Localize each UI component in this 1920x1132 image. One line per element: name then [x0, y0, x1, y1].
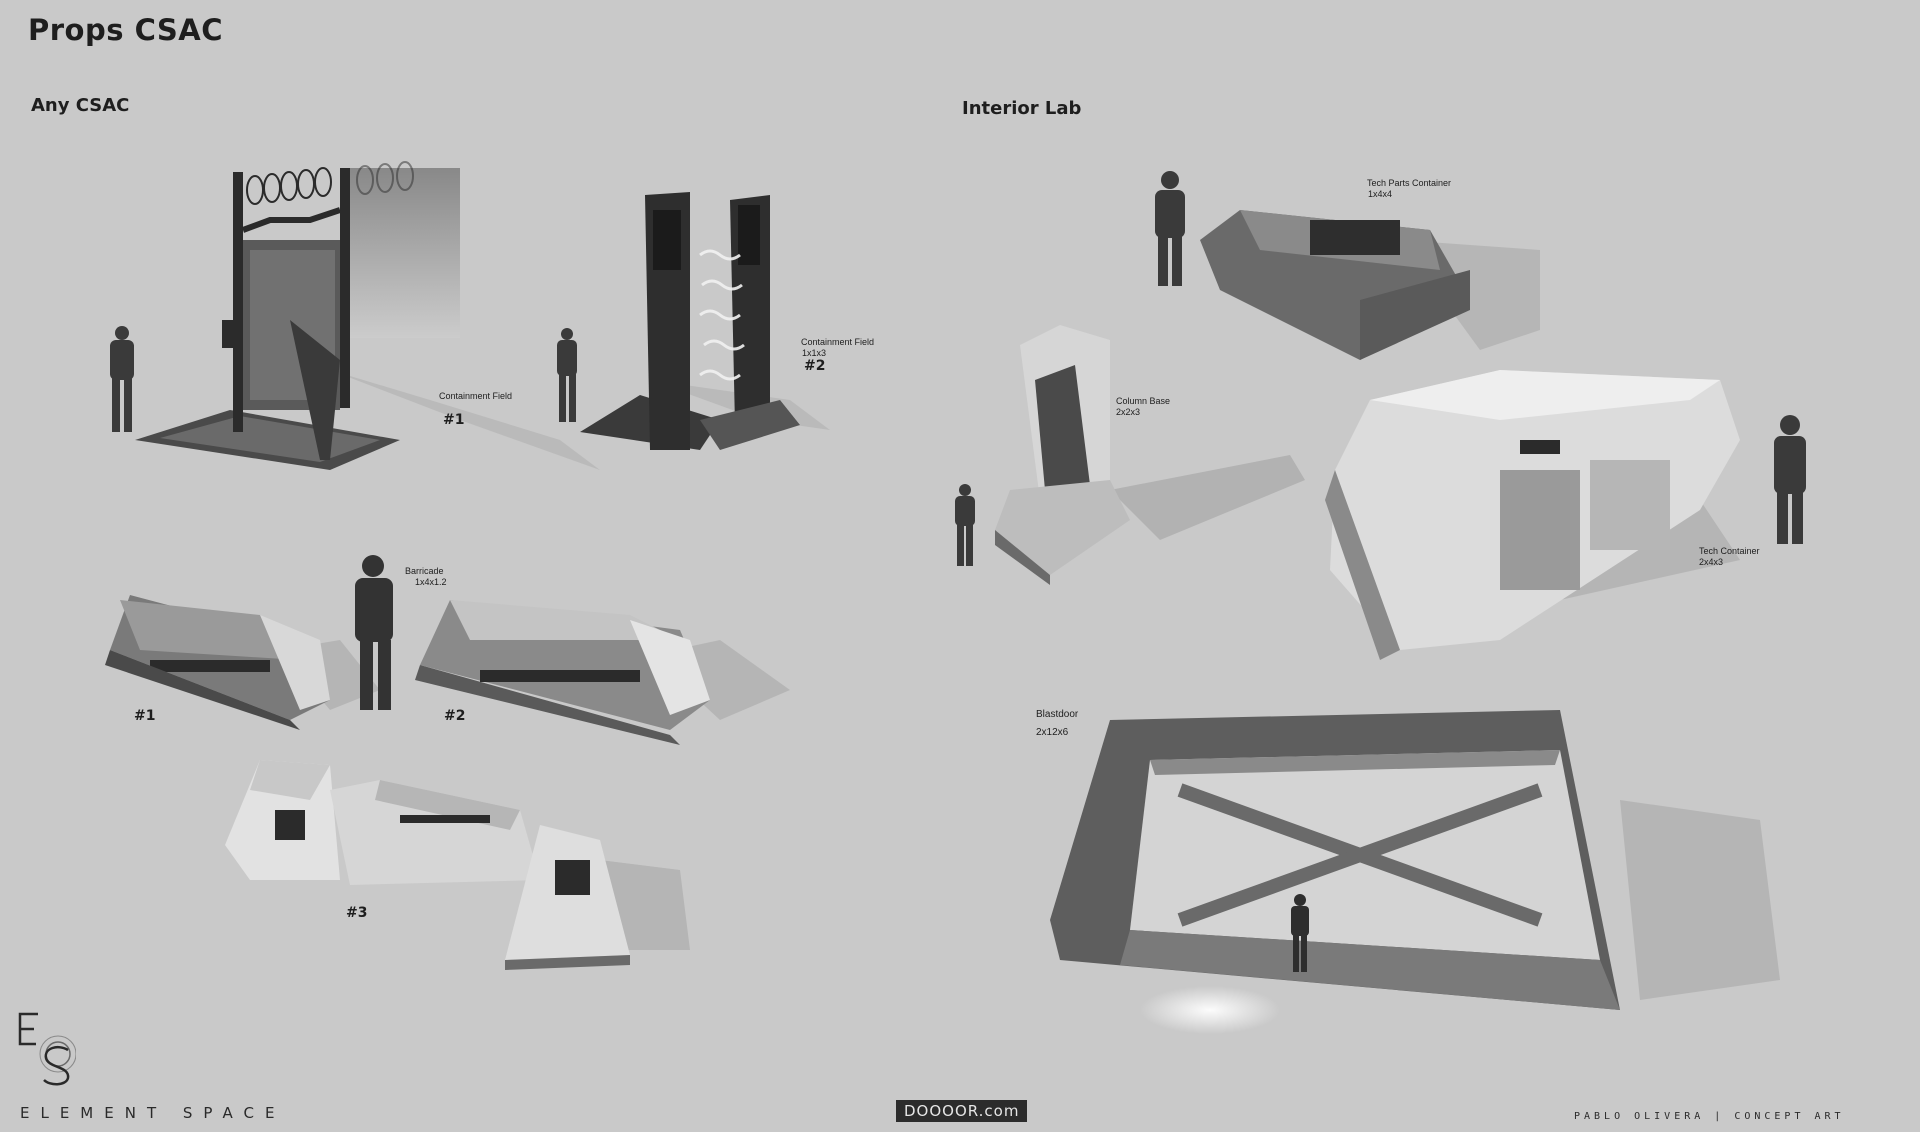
tech-parts-container-label: Tech Parts Container [1367, 178, 1452, 188]
tech-parts-container-illustration [1200, 210, 1540, 360]
person-silhouette [1155, 171, 1185, 286]
tech-parts-container-size: 1x4x4 [1368, 189, 1393, 199]
person-silhouette [955, 484, 975, 566]
barricade-number-1: #1 [134, 708, 156, 724]
barricade-number-3: #3 [346, 905, 368, 921]
person-silhouette [1291, 894, 1309, 972]
column-base-label: Column Base [1116, 396, 1171, 406]
barricade-3-illustration [225, 760, 690, 970]
barricade-2-illustration [415, 600, 790, 745]
sheet-title: Props CSAC [28, 13, 224, 47]
person-silhouette [110, 326, 134, 432]
containment-field-1-illustration [135, 161, 600, 470]
containment-field-2-number: #2 [804, 358, 826, 374]
section-heading-interior-lab: Interior Lab [962, 98, 1082, 119]
containment-field-2-size: 1x1x3 [802, 348, 827, 358]
section-heading-any-csac: Any CSAC [31, 95, 130, 116]
tech-container-illustration [1325, 370, 1740, 660]
barricade-1-illustration [105, 595, 380, 730]
artist-credit: PABLO OLIVERA | CONCEPT ART [1574, 1111, 1845, 1122]
barricade-label: Barricade [405, 566, 444, 576]
element-space-logo-icon [18, 1012, 76, 1086]
column-base-size: 2x2x3 [1116, 407, 1141, 417]
brand-name: ELEMENT SPACE [20, 1104, 286, 1122]
blastdoor-size: 2x12x6 [1036, 727, 1069, 738]
containment-field-2-illustration [580, 192, 830, 450]
blastdoor-label: Blastdoor [1036, 709, 1079, 720]
person-silhouette [557, 328, 577, 422]
containment-field-1-number: #1 [443, 412, 465, 428]
containment-field-1-label: Containment Field [439, 391, 513, 401]
watermark: DOOOOR.com [896, 1100, 1028, 1122]
tech-container-label: Tech Container [1699, 546, 1760, 556]
column-base-illustration [995, 325, 1305, 585]
barricade-size: 1x4x1.2 [415, 577, 447, 587]
blastdoor-illustration [1050, 710, 1780, 1034]
tech-container-size: 2x4x3 [1699, 557, 1724, 567]
barricade-number-2: #2 [444, 708, 466, 724]
containment-field-2-label: Containment Field [801, 337, 875, 347]
person-silhouette [355, 555, 393, 710]
person-silhouette [1774, 415, 1806, 544]
